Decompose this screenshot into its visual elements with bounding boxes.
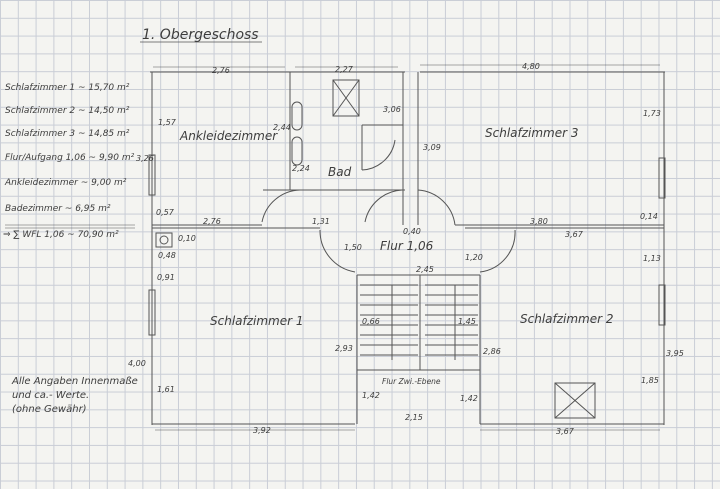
dim-label: 3,67 [556, 427, 575, 436]
dim-label: 1,13 [643, 254, 661, 263]
dim-label: 1,85 [641, 376, 659, 385]
dim-label: 4,00 [128, 359, 146, 368]
dim-label: 1,31 [312, 217, 330, 226]
chimney [155, 232, 173, 248]
dim-label: 1,20 [465, 253, 483, 262]
dim-label: 3,26 [136, 154, 154, 163]
door-bad-inner [361, 139, 396, 171]
summary-row: Badezimmer ~ 6,95 m² [5, 204, 111, 214]
note-line-1: Alle Angaben Innenmaße [11, 376, 138, 387]
shower-icon [332, 79, 360, 117]
toilet-1 [291, 101, 303, 131]
door-swing-schlaf2 [479, 229, 516, 273]
room-label-ankleide: Ankleidezimmer [179, 129, 278, 143]
dim-label: 2,93 [335, 344, 353, 353]
dim-label: 0,66 [362, 317, 380, 326]
window-left-2 [148, 289, 156, 336]
window-right-1 [658, 157, 666, 199]
room-label-schlaf2: Schlafzimmer 2 [520, 312, 614, 326]
page-title: 1. Obergeschoss [142, 27, 259, 43]
dim-label: 2,44 [273, 123, 291, 132]
skylight [554, 382, 596, 419]
note-line-2: und ca.- Werte. [12, 390, 89, 401]
room-label-bad: Bad [328, 165, 352, 179]
dim-label: 0,48 [158, 251, 176, 260]
dim-label: 3,80 [530, 217, 548, 226]
dim-label: 1,57 [158, 118, 177, 127]
door-swing-ankleide [261, 189, 301, 223]
dim-label: 1,50 [344, 243, 362, 252]
dim-label: 2,27 [335, 65, 354, 74]
summary-row: Flur/Aufgang 1,06 ~ 9,90 m² [5, 153, 135, 163]
room-label-schlaf1: Schlafzimmer 1 [210, 314, 304, 328]
area-summary: Schlafzimmer 1 ~ 15,70 m² Schlafzimmer 2… [3, 83, 135, 240]
dim-label: 2,24 [292, 164, 310, 173]
dim-label: 0,57 [156, 208, 175, 217]
summary-row: Schlafzimmer 3 ~ 14,85 m² [5, 129, 130, 139]
dim-label: 3,09 [423, 143, 441, 152]
summary-row: Ankleidezimmer ~ 9,00 m² [4, 178, 127, 188]
summary-row: Schlafzimmer 2 ~ 14,50 m² [5, 106, 130, 116]
window-left-1 [148, 154, 156, 196]
note-line-3: (ohne Gewähr) [12, 404, 87, 415]
dimension-labels: 2,76 2,27 4,80 1,57 2,44 2,24 3,06 3,09 … [128, 62, 684, 436]
dim-label: 0,91 [157, 273, 175, 282]
dim-label: 1,42 [362, 391, 380, 400]
door-swing-bad [364, 189, 403, 223]
dim-label: 3,95 [666, 349, 684, 358]
door-swing-schlaf3 [417, 189, 456, 226]
room-label-schlaf3: Schlafzimmer 3 [485, 126, 579, 140]
dim-label: 0,10 [178, 234, 196, 243]
toilet-2 [291, 136, 303, 166]
dim-label: 3,67 [565, 230, 584, 239]
dim-label: 4,80 [522, 62, 540, 71]
summary-row: Schlafzimmer 1 ~ 15,70 m² [5, 83, 130, 93]
dim-label: 2,76 [203, 217, 221, 226]
dim-label: 1,61 [157, 385, 175, 394]
room-label-flur: Flur 1,06 [380, 239, 434, 253]
dim-label: 1,45 [458, 317, 476, 326]
dim-label: 3,92 [253, 426, 271, 435]
dim-label: 3,06 [383, 105, 401, 114]
dim-label: 2,45 [416, 265, 434, 274]
window-right-2 [658, 284, 666, 326]
dim-label: 2,86 [483, 347, 501, 356]
dim-label: 0,14 [640, 212, 658, 221]
summary-total: ⇒ ∑ WFL 1,06 ~ 70,90 m² [3, 230, 119, 240]
dim-label: 0,40 [403, 227, 421, 236]
dim-label: 2,76 [212, 66, 230, 75]
dim-label: 1,42 [460, 394, 478, 403]
stair-steps [360, 284, 478, 356]
door-swing-schlaf1 [319, 229, 356, 273]
dim-label: 2,15 [405, 413, 423, 422]
dim-label: 1,73 [643, 109, 661, 118]
room-label-flur-zwi: Flur Zwi.-Ebene [382, 377, 441, 386]
